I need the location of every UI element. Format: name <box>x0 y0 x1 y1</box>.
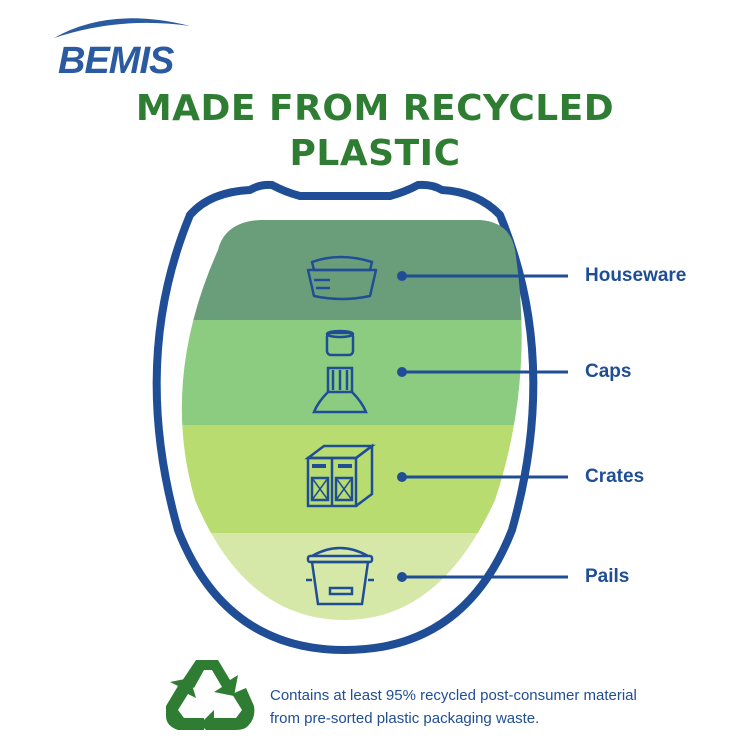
connector-pails <box>397 572 568 582</box>
logo-swoosh-icon <box>54 18 190 38</box>
bottle-cap-icon <box>312 329 368 414</box>
connector-caps <box>397 367 568 377</box>
label-crates: Crates <box>585 466 645 487</box>
page-title: MADE FROM RECYCLED PLASTIC <box>0 86 750 176</box>
footer-text-line-1: Contains at least 95% recycled post-cons… <box>270 687 637 704</box>
label-houseware: Houseware <box>585 265 687 286</box>
connector-houseware <box>397 271 568 281</box>
brand-name: BEMIS <box>58 40 174 82</box>
crate-icon <box>304 443 376 508</box>
recycle-icon <box>166 660 255 730</box>
footer-text: Contains at least 95% recycled post-cons… <box>270 684 700 730</box>
food-container-icon <box>306 255 378 301</box>
brand-logo: BEMIS <box>50 8 200 83</box>
title-line-2: PLASTIC <box>289 133 461 174</box>
connector-crates <box>397 472 568 482</box>
label-caps: Caps <box>585 361 632 382</box>
pail-icon <box>306 546 374 606</box>
footer-text-line-2: from pre-sorted plastic packaging waste. <box>270 710 540 727</box>
title-line-1: MADE FROM RECYCLED <box>135 88 615 129</box>
label-pails: Pails <box>585 566 630 587</box>
